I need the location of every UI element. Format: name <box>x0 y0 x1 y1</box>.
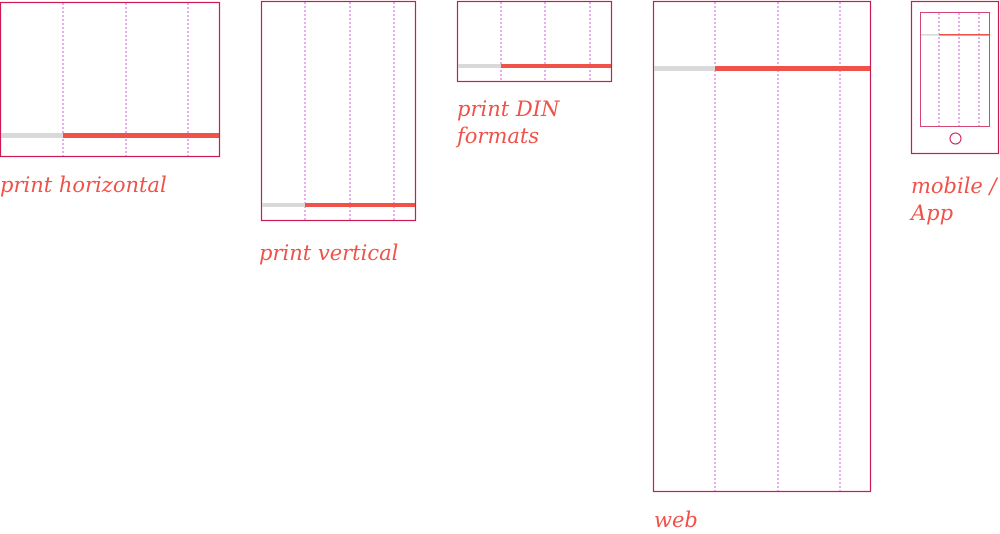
web-label: web <box>654 508 698 532</box>
muted-bar <box>654 66 715 71</box>
print-horizontal-format <box>0 1 221 158</box>
print-vertical-label: print vertical <box>259 241 399 265</box>
web-frame <box>652 0 872 493</box>
print-din-format <box>456 0 613 83</box>
print-din-frame <box>456 0 613 83</box>
mobile-label-line: App <box>911 201 954 225</box>
print-horizontal-label: print horizontal <box>0 173 167 197</box>
accent-bar <box>501 64 611 68</box>
accent-bar <box>939 34 989 36</box>
mobile-label-line: mobile / <box>911 174 997 198</box>
web-format <box>652 0 872 493</box>
print-vertical-frame <box>260 0 417 222</box>
muted-bar <box>262 203 305 207</box>
print-din-label-line: print DIN <box>457 97 560 121</box>
home-button-icon <box>949 132 962 145</box>
accent-bar <box>305 203 415 207</box>
mobile-format <box>910 0 1000 155</box>
muted-bar <box>921 34 939 36</box>
print-din-label: print DIN formats <box>457 96 559 150</box>
mobile-label: mobile / App <box>911 173 997 227</box>
phone-frame <box>910 0 1000 155</box>
print-din-label-line: formats <box>457 124 540 148</box>
muted-bar <box>1 133 63 138</box>
accent-bar <box>715 66 870 71</box>
print-horizontal-frame <box>0 1 221 158</box>
accent-bar <box>63 133 219 138</box>
muted-bar <box>458 64 501 68</box>
print-vertical-format <box>260 0 417 222</box>
phone-screen <box>920 12 990 127</box>
